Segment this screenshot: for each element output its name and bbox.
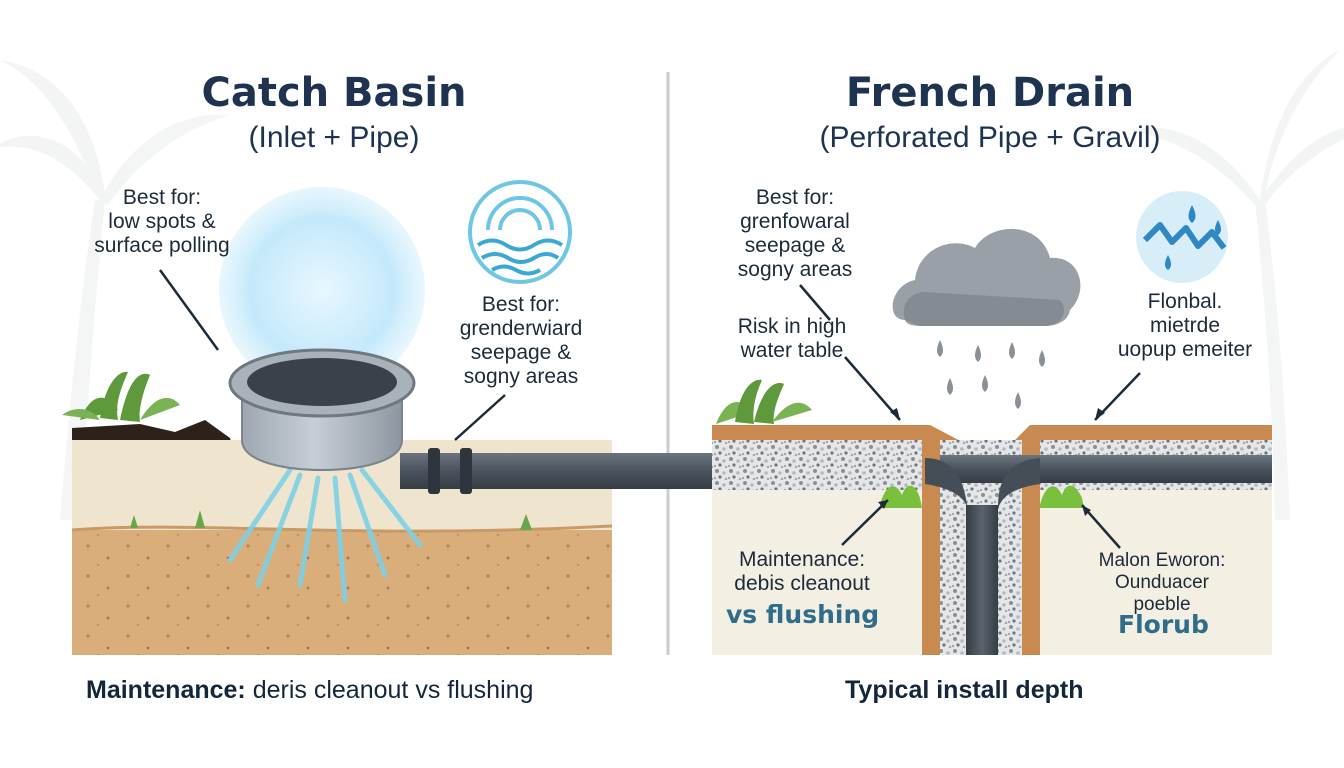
note-line: Malon Eworon: bbox=[1098, 550, 1226, 571]
gravel-band-left bbox=[712, 440, 940, 490]
note-line: uopup emeiter bbox=[1117, 338, 1253, 361]
risk-high-water-table-note: Risk in high water table bbox=[722, 315, 862, 363]
catch-basin-footer: Maintenance: deris cleanout vs flushing bbox=[86, 676, 533, 705]
note-line: Best for: bbox=[755, 186, 835, 209]
note-line: seepage & bbox=[744, 234, 846, 257]
small-sprouts-left bbox=[130, 510, 532, 530]
note-line: Best for: bbox=[481, 293, 561, 316]
grass-clump-right bbox=[716, 379, 812, 424]
note-line: Best for: bbox=[122, 186, 202, 209]
background-palm-left bbox=[0, 60, 230, 520]
water-jets bbox=[227, 467, 423, 603]
note-line: debis cleanout bbox=[734, 572, 870, 595]
grass-clump-left bbox=[62, 371, 180, 422]
basin-opening bbox=[247, 358, 397, 406]
background-palm-right bbox=[1130, 50, 1344, 520]
note-line: sogny areas bbox=[463, 365, 579, 388]
small-grass-tufts bbox=[880, 485, 1084, 508]
note-line: Ounduacer bbox=[1114, 572, 1209, 593]
catch-basin-title: Catch Basin bbox=[201, 70, 467, 116]
major-note: Malon Eworon: Ounduacer poeble bbox=[1092, 550, 1232, 616]
maintenance-note: Maintenance: debis cleanout bbox=[722, 548, 882, 596]
rain-cloud bbox=[892, 228, 1081, 326]
rain-drops-icon bbox=[1136, 191, 1228, 283]
trench-wall-right bbox=[1020, 440, 1040, 655]
catch-basin-groundwater-note: Best for: grenderwiard seepage & sogny a… bbox=[436, 293, 606, 389]
catch-basin-subtitle: (Inlet + Pipe) bbox=[248, 121, 420, 154]
catch-basin-best-for-note: Best for: low spots & surface polling bbox=[72, 186, 252, 258]
note-line: Risk in high bbox=[737, 315, 847, 338]
rain-drops bbox=[937, 340, 1045, 409]
french-drain-title: French Drain bbox=[845, 70, 1135, 116]
note-line: poeble bbox=[1133, 594, 1191, 615]
note-line: seepage & bbox=[470, 341, 572, 364]
footer-label: Maintenance: bbox=[86, 676, 246, 704]
french-drain-diagram bbox=[712, 191, 1272, 655]
vertical-pipe bbox=[966, 505, 998, 655]
note-line: low spots & bbox=[108, 210, 216, 233]
note-line: surface polling bbox=[94, 234, 230, 257]
french-drain-best-for-note: Best for: grenfowaral seepage & sogny ar… bbox=[715, 186, 875, 282]
french-drain-footer: Typical install depth bbox=[845, 676, 1084, 704]
note-line: water table bbox=[740, 339, 844, 362]
note-line: grenderwiard bbox=[459, 317, 583, 340]
note-line: grenfowaral bbox=[740, 210, 850, 233]
catch-basin-diagram bbox=[62, 180, 613, 655]
flonbal-note: Flonbal. mietrde uopup emeiter bbox=[1100, 290, 1270, 362]
water-waves-icon bbox=[468, 180, 572, 284]
topsoil-strip bbox=[712, 425, 1272, 458]
vs-flushing-label: vs flushing bbox=[726, 600, 880, 629]
note-line: Flonbal. bbox=[1147, 290, 1223, 313]
trench-wall-left bbox=[922, 440, 942, 655]
note-line: Maintenance: bbox=[738, 548, 866, 571]
footer-text: deris cleanout vs flushing bbox=[252, 676, 534, 704]
water-glow bbox=[219, 187, 425, 393]
florub-label: Florub bbox=[1118, 610, 1209, 639]
note-line: sogny areas bbox=[737, 258, 853, 281]
note-line: mietrde bbox=[1149, 314, 1221, 337]
french-drain-subtitle: (Perforated Pipe + Gravil) bbox=[819, 121, 1161, 154]
